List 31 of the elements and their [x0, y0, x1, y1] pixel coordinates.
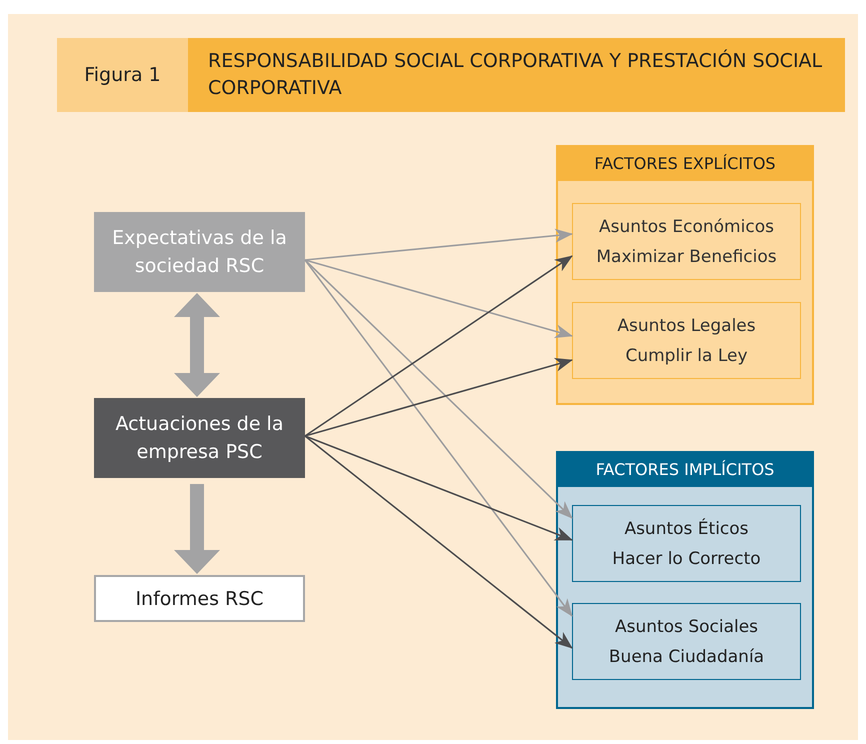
factor-box: [572, 603, 801, 680]
factor-heading: Asuntos Éticos: [624, 517, 749, 540]
factor-heading: Asuntos Legales: [617, 314, 756, 338]
factor-description: Cumplir la Ley: [625, 344, 748, 368]
factor-description: Maximizar Beneficios: [596, 246, 777, 268]
factor-box: [572, 203, 801, 280]
arrow: [304, 260, 573, 617]
arrow: [304, 435, 573, 649]
factor-box: [572, 505, 801, 582]
block-arrow: [174, 484, 220, 574]
factor-group-panel: [556, 451, 814, 709]
factor-heading: Asuntos Económicos: [599, 216, 774, 238]
double-block-arrow: [174, 293, 220, 397]
figure-number: Figura 1: [57, 38, 188, 112]
process-box: Expectativas de la sociedad RSC: [94, 212, 305, 292]
factor-description: Hacer lo Correcto: [612, 548, 761, 570]
process-box: Informes RSC: [94, 575, 305, 622]
process-box: Actuaciones de la empresa PSC: [94, 398, 305, 478]
factor-description: Buena Ciudadanía: [608, 646, 764, 668]
group-header: FACTORES IMPLÍCITOS: [558, 453, 812, 487]
arrow: [304, 259, 573, 338]
arrow: [304, 435, 573, 541]
arrow: [304, 358, 573, 437]
factor-box: [572, 302, 801, 379]
factor-group-panel: [556, 145, 814, 405]
arrow: [304, 255, 573, 437]
factor-heading: Asuntos Sociales: [614, 616, 758, 638]
arrow: [304, 228, 573, 261]
figure-title: RESPONSABILIDAD SOCIAL CORPORATIVA Y PRESTACIÓN SOCIAL CORPORATIVA: [188, 38, 845, 112]
group-header: FACTORES EXPLÍCITOS: [558, 147, 812, 181]
arrow: [304, 259, 573, 519]
